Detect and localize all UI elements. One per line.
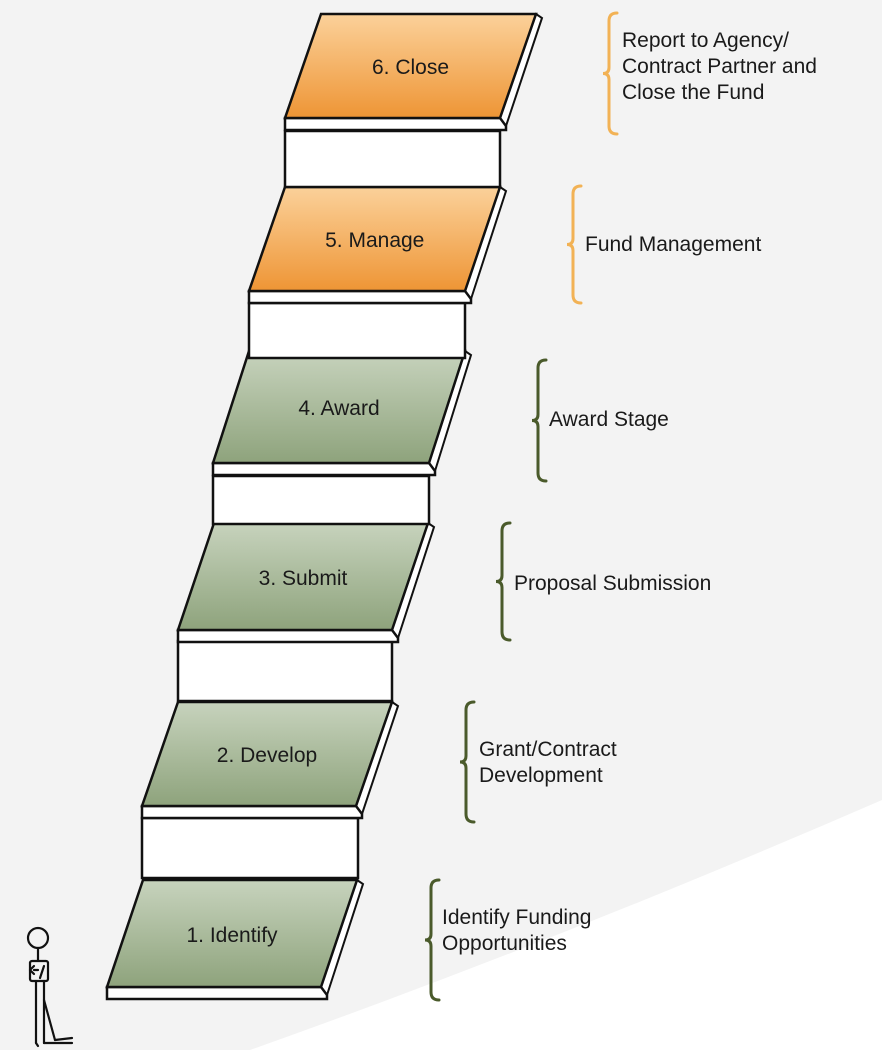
stair-riser-4 bbox=[211, 474, 431, 526]
stage-bracket-5 bbox=[566, 184, 583, 305]
background-swoosh bbox=[250, 800, 882, 1050]
step-label-2: 2. Develop bbox=[216, 744, 318, 767]
stage-bracket-1 bbox=[424, 878, 441, 1002]
stair-step-4 bbox=[211, 349, 473, 526]
stair-step-1 bbox=[105, 878, 365, 1001]
stair-riser-6 bbox=[283, 129, 502, 189]
stage-bracket-4 bbox=[531, 358, 548, 483]
stair-step-3 bbox=[176, 521, 436, 703]
stair-step-5 bbox=[247, 185, 508, 360]
stage-note-6: Report to Agency/ Contract Partner and C… bbox=[622, 29, 817, 104]
stair-steps bbox=[105, 12, 544, 1001]
stair-slab-4 bbox=[211, 461, 437, 477]
stair-riser-2 bbox=[140, 816, 360, 880]
stair-slab-5 bbox=[247, 289, 473, 305]
step-label-3: 3. Submit bbox=[258, 566, 348, 590]
step-label-6: 6. Close bbox=[371, 56, 450, 79]
stair-top-6 bbox=[283, 12, 538, 120]
stage-bracket-6 bbox=[602, 11, 619, 136]
stair-slab-1 bbox=[105, 985, 329, 1001]
stair-slab-6 bbox=[283, 116, 508, 132]
step-label-1: 1. Identify bbox=[186, 923, 278, 947]
stair-riser-3 bbox=[176, 639, 394, 703]
stair-riser-5 bbox=[247, 301, 467, 360]
stage-brackets bbox=[424, 11, 619, 1002]
stair-slab-3 bbox=[176, 628, 400, 644]
stage-bracket-2 bbox=[459, 700, 476, 824]
stage-note-3: Proposal Submission bbox=[514, 572, 712, 595]
stair-step-2 bbox=[140, 700, 400, 880]
stage-note-4: Award Stage bbox=[549, 408, 669, 431]
stage-note-2: Grant/Contract Development bbox=[479, 738, 617, 787]
stage-note-5: Fund Management bbox=[585, 233, 762, 256]
stage-note-1: Identify Funding Opportunities bbox=[442, 906, 592, 955]
stair-top-1 bbox=[105, 878, 359, 989]
person-walking-icon bbox=[26, 926, 74, 1048]
stair-step-6 bbox=[283, 12, 544, 189]
step-label-4: 4. Award bbox=[298, 397, 380, 420]
stair-slab-2 bbox=[140, 804, 364, 820]
stage-bracket-3 bbox=[495, 521, 512, 642]
step-label-5: 5. Manage bbox=[325, 229, 425, 252]
